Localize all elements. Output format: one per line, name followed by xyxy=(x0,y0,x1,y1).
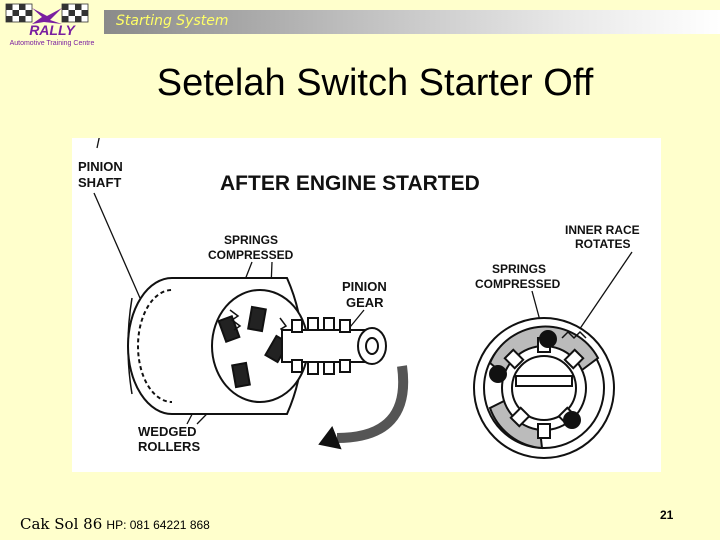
checkered-flag-icon xyxy=(5,3,89,24)
phone-number: HP: 081 64221 868 xyxy=(106,518,210,532)
page-number: 21 xyxy=(660,508,674,522)
label-springs-left-line1: SPRINGS xyxy=(224,233,278,247)
label-wedged-rollers-line2: ROLLERS xyxy=(138,439,200,454)
label-pinion-gear-line2: GEAR xyxy=(346,295,384,310)
footer-credit: Cak Sol 86 HP: 081 64221 868 xyxy=(20,515,210,533)
clutch-cross-section-illustration xyxy=(473,317,615,459)
figure-heading: AFTER ENGINE STARTED xyxy=(220,172,480,195)
header-bar xyxy=(104,10,720,34)
label-pinion-shaft-line2: SHAFT xyxy=(78,175,121,190)
label-wedged-rollers-line1: WEDGED xyxy=(138,424,197,439)
label-inner-race-line1: INNER RACE xyxy=(565,223,640,237)
label-springs-right-line1: SPRINGS xyxy=(492,262,546,276)
rally-logo: RALLY Automotive Training Centre xyxy=(2,2,102,48)
slide-title: Setelah Switch Starter Off xyxy=(156,62,594,104)
label-inner-race-line2: ROTATES xyxy=(575,237,631,251)
clutch-assembly-illustration xyxy=(127,277,409,450)
label-springs-left-line2: COMPRESSED xyxy=(208,248,294,262)
logo-subtext: Automotive Training Centre xyxy=(10,40,95,47)
label-springs-right-line2: COMPRESSED xyxy=(475,277,561,291)
section-title: Starting System xyxy=(116,13,229,29)
label-pinion-shaft-line1: PINION xyxy=(78,159,123,174)
label-pinion-gear-line1: PINION xyxy=(342,279,387,294)
starter-clutch-diagram: AFTER ENGINE STARTED PINION SHAFT SPRING… xyxy=(72,138,661,472)
logo-text: RALLY xyxy=(29,22,76,38)
author-name: Cak Sol 86 xyxy=(20,515,103,533)
